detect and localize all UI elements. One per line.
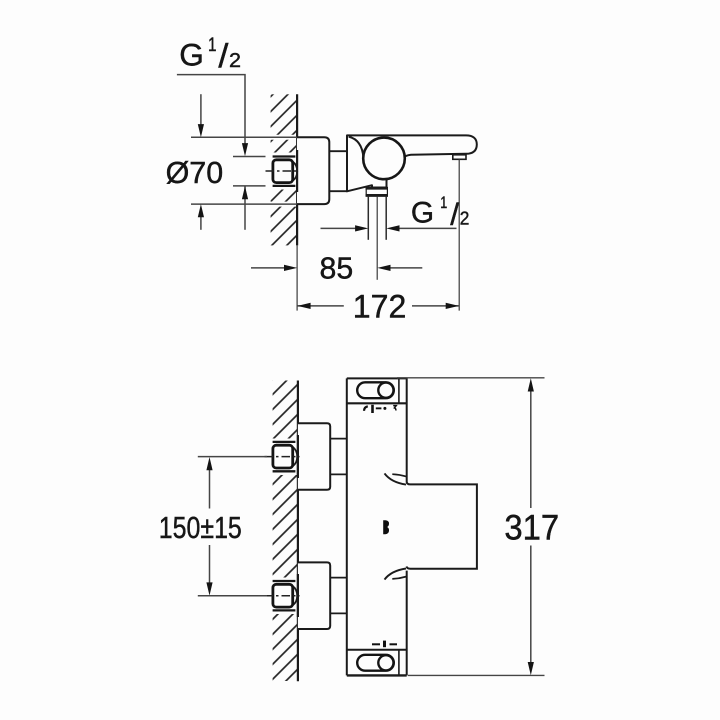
svg-text:Ø70: Ø70 [166, 155, 224, 190]
svg-text:/: / [218, 37, 229, 74]
svg-text:2: 2 [229, 50, 241, 72]
svg-text:150±15: 150±15 [159, 510, 242, 545]
svg-text:2: 2 [460, 209, 470, 229]
svg-text:G: G [411, 196, 434, 229]
svg-text:85: 85 [320, 252, 354, 286]
svg-text:1: 1 [208, 34, 217, 56]
svg-text:/: / [450, 197, 459, 232]
svg-text:1: 1 [440, 194, 447, 212]
svg-text:G: G [179, 37, 204, 73]
svg-text:317: 317 [504, 508, 559, 547]
svg-text:172: 172 [353, 289, 407, 325]
